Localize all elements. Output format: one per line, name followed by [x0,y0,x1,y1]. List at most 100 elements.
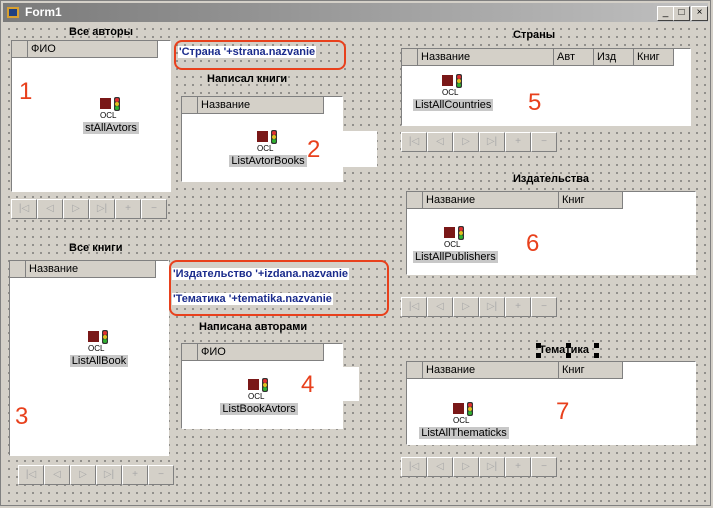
selection-handle[interactable] [536,353,541,358]
annotation-number: 3 [15,403,29,430]
component-caption: ListAvtorBooks [229,155,307,167]
label-all-books: Все книги [69,242,123,254]
ocl-component-all-books[interactable]: OCL ListAllBook [69,329,129,367]
column-header[interactable]: ФИО [198,344,324,361]
nav-next-button[interactable]: ▷ [63,199,89,219]
component-caption: ListAllCountries [413,99,494,111]
selection-handle[interactable] [566,353,571,358]
nav-last-button[interactable]: ▷| [479,297,505,317]
annotation-box-country-expression [174,40,346,70]
nav-delete-button[interactable]: − [141,199,167,219]
column-header[interactable]: Название [423,192,559,209]
nav-delete-button[interactable]: − [531,297,557,317]
nav-last-button[interactable]: ▷| [479,132,505,152]
placeholder-box [343,131,377,167]
row-indicator [182,97,198,114]
ocl-component-icon: OCL [442,225,468,251]
db-navigator-publishers[interactable]: |◁ ◁ ▷ ▷| + − [401,297,557,317]
annotation-number: 4 [301,371,315,398]
nav-insert-button[interactable]: + [115,199,141,219]
nav-prior-button[interactable]: ◁ [427,297,453,317]
nav-insert-button[interactable]: + [505,457,531,477]
label-wrote-books: Написал книги [207,73,288,85]
column-header[interactable]: Название [423,362,559,379]
nav-first-button[interactable]: |◁ [401,297,427,317]
ocl-component-countries[interactable]: OCL ListAllCountries [413,73,494,111]
selection-handle[interactable] [536,343,541,348]
nav-next-button[interactable]: ▷ [453,132,479,152]
component-caption: ListBookAvtors [220,403,298,415]
ocl-component-thematics[interactable]: OCL ListAllThematicks [419,401,509,439]
nav-last-button[interactable]: ▷| [479,457,505,477]
close-button[interactable]: × [691,6,708,21]
column-header[interactable]: Авт [554,49,594,66]
title-bar[interactable]: Form1 _ □ × [3,3,708,22]
annotation-number: 6 [526,230,540,257]
annotation-number: 7 [556,398,570,425]
nav-insert-button[interactable]: + [122,465,148,485]
component-caption: ListAllPublishers [413,251,498,263]
ocl-component-icon: OCL [255,129,281,155]
db-navigator-authors[interactable]: |◁ ◁ ▷ ▷| + − [11,199,167,219]
nav-delete-button[interactable]: − [148,465,174,485]
nav-delete-button[interactable]: − [531,457,557,477]
nav-next-button[interactable]: ▷ [70,465,96,485]
ocl-component-wrote-books[interactable]: OCL ListAvtorBooks [228,129,308,167]
component-caption: ListAllBook [69,355,129,367]
column-header[interactable]: Изд [594,49,634,66]
nav-delete-button[interactable]: − [531,132,557,152]
grid-countries[interactable]: Название Авт Изд Книг [401,48,691,126]
row-indicator [407,192,423,209]
label-thematics[interactable]: Тематика [539,344,590,356]
column-header[interactable]: Название [26,261,156,278]
nav-last-button[interactable]: ▷| [89,199,115,219]
nav-prior-button[interactable]: ◁ [427,132,453,152]
db-navigator-thematics[interactable]: |◁ ◁ ▷ ▷| + − [401,457,557,477]
selection-handle[interactable] [566,343,571,348]
db-navigator-books[interactable]: |◁ ◁ ▷ ▷| + − [18,465,174,485]
column-header[interactable]: Название [418,49,554,66]
ocl-component-icon: OCL [451,401,477,427]
nav-last-button[interactable]: ▷| [96,465,122,485]
annotation-number: 5 [528,89,542,116]
thematic-expression[interactable]: 'Тематика '+tematika.nazvanie [172,293,333,305]
column-header[interactable]: ФИО [28,41,158,58]
nav-first-button[interactable]: |◁ [11,199,37,219]
nav-first-button[interactable]: |◁ [18,465,44,485]
nav-prior-button[interactable]: ◁ [44,465,70,485]
label-written-by: Написана авторами [199,321,308,333]
label-all-authors: Все авторы [69,26,134,38]
nav-next-button[interactable]: ▷ [453,457,479,477]
country-expression[interactable]: 'Страна '+strana.nazvanie [178,46,317,58]
ocl-component-publishers[interactable]: OCL ListAllPublishers [413,225,498,263]
nav-next-button[interactable]: ▷ [453,297,479,317]
row-indicator [182,344,198,361]
nav-prior-button[interactable]: ◁ [37,199,63,219]
nav-prior-button[interactable]: ◁ [427,457,453,477]
maximize-button[interactable]: □ [673,6,690,21]
selection-handle[interactable] [594,353,599,358]
column-header[interactable]: Название [198,97,324,114]
ocl-component-authors[interactable]: OCL stAllAvtors [81,96,141,134]
grid-all-authors[interactable]: ФИО [11,40,171,192]
annotation-box-book-expressions [169,260,389,316]
annotation-number: 2 [307,136,321,163]
column-header[interactable]: Книг [559,362,623,379]
grid-written-by[interactable]: ФИО [181,343,343,429]
ocl-component-written-by[interactable]: OCL ListBookAvtors [219,377,299,415]
column-header[interactable]: Книг [634,49,674,66]
nav-insert-button[interactable]: + [505,297,531,317]
nav-insert-button[interactable]: + [505,132,531,152]
selection-handle[interactable] [594,343,599,348]
ocl-component-icon: OCL [86,329,112,355]
delphi-app-icon [7,7,19,18]
column-header[interactable]: Книг [559,192,623,209]
component-caption: stAllAvtors [83,122,139,134]
publisher-expression[interactable]: 'Издательство '+izdana.nazvanie [172,268,350,280]
nav-first-button[interactable]: |◁ [401,132,427,152]
nav-first-button[interactable]: |◁ [401,457,427,477]
row-indicator [10,261,26,278]
minimize-button[interactable]: _ [657,6,674,21]
db-navigator-countries[interactable]: |◁ ◁ ▷ ▷| + − [401,132,557,152]
component-caption: ListAllThematicks [419,427,509,439]
